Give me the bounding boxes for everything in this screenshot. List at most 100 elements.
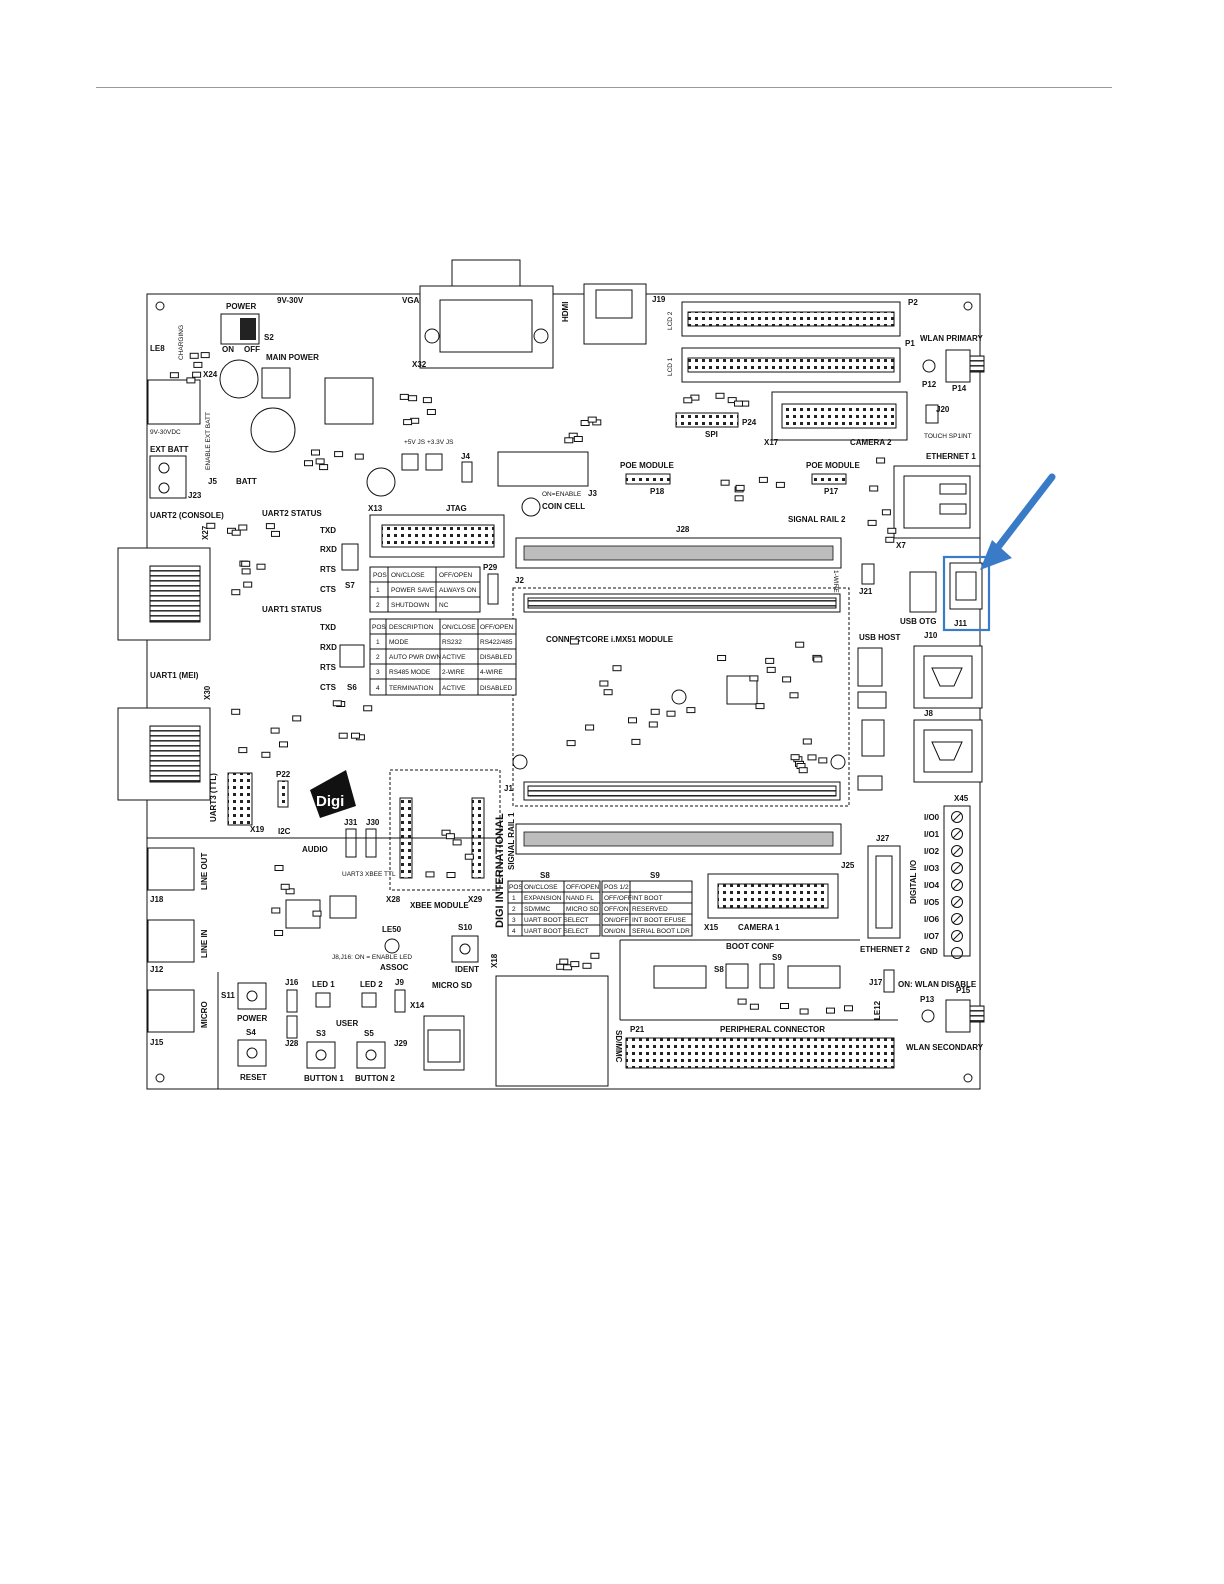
label-s8: S8: [540, 871, 550, 880]
smd-component: [876, 457, 886, 464]
inductor-l23: [250, 407, 296, 453]
svg-text:POS: POS: [373, 572, 387, 579]
svg-text:1: 1: [512, 895, 516, 902]
highlight-arrow: [988, 473, 1056, 559]
label-s4: S4: [246, 1028, 256, 1037]
smd-component: [445, 833, 455, 840]
label-rts-2: RTS: [320, 565, 337, 574]
smd-component: [727, 397, 737, 404]
smd-component: [798, 767, 808, 774]
label-dc-in: 9V-30VDC: [150, 429, 181, 436]
label-assoc: ASSOC: [380, 963, 409, 972]
io-terminal-slot: [952, 812, 962, 822]
label-j27: J27: [876, 834, 890, 843]
label-uart1-status: UART1 STATUS: [262, 605, 322, 614]
mount-hole-tl: [155, 301, 165, 311]
label-vga: VGA: [402, 296, 420, 305]
io-terminal-slot: [952, 829, 962, 839]
svg-text:3: 3: [512, 917, 516, 924]
label-reset: RESET: [240, 1073, 267, 1082]
inductor-l17: [366, 467, 396, 497]
module-outline: [512, 587, 850, 807]
label-boot-conf: BOOT CONF: [726, 942, 774, 951]
label-s3: S3: [316, 1029, 326, 1038]
label-usb-host: USB HOST: [859, 633, 900, 642]
svg-text:3: 3: [376, 669, 380, 676]
micro-jack: [147, 989, 195, 1033]
smd-component: [464, 853, 474, 860]
label-j23: J23: [188, 491, 202, 500]
smd-component: [813, 656, 823, 663]
label-s9: S9: [650, 871, 660, 880]
svg-text:OFF/OPEN: OFF/OPEN: [566, 884, 600, 891]
smd-component: [790, 754, 800, 761]
label-digital-io: DIGITAL I/O: [909, 860, 918, 904]
smd-component: [426, 409, 436, 415]
svg-text:ACTIVE: ACTIVE: [442, 654, 466, 661]
label-x17: X17: [764, 438, 779, 447]
label-power-btn: POWER: [237, 1014, 267, 1023]
label-x13: X13: [368, 504, 383, 513]
label-x14: X14: [410, 1001, 425, 1010]
io-label: I/O3: [924, 864, 940, 873]
smd-component: [206, 522, 216, 529]
mount-hole-bl: [155, 1073, 165, 1083]
io-terminal-slot: [952, 914, 962, 924]
smd-component: [363, 705, 373, 712]
label-s6: S6: [347, 683, 357, 692]
io-terminal-screw: [951, 811, 963, 823]
svg-text:MODE: MODE: [389, 639, 409, 646]
button1: [306, 1041, 336, 1069]
label-i2c: I2C: [278, 827, 291, 836]
io-label: I/O2: [924, 847, 940, 856]
smd-component: [686, 707, 696, 714]
label-uart1-mei: UART1 (MEI): [150, 671, 199, 680]
label-module-name: CONNECTCORE i.MX51 MODULE: [546, 635, 674, 644]
label-camera2: CAMERA 2: [850, 438, 892, 447]
label-s8-switch: S8: [714, 965, 724, 974]
smd-component: [399, 393, 409, 400]
smd-component: [270, 727, 280, 734]
smd-component: [715, 392, 725, 399]
smd-component: [231, 589, 241, 596]
svg-text:MICRO SD: MICRO SD: [566, 906, 599, 913]
smd-component: [452, 839, 462, 846]
label-micro: MICRO: [200, 1001, 209, 1028]
smd-component: [351, 732, 360, 739]
smd-component: [189, 352, 199, 359]
label-ethernet2: ETHERNET 2: [860, 945, 910, 954]
peripheral-connector: [625, 1037, 895, 1069]
label-le50: LE50: [382, 925, 402, 934]
label-ext-batt: EXT BATT: [150, 445, 189, 454]
io-label: I/O1: [924, 830, 940, 839]
smd-component: [422, 397, 432, 404]
label-x30: X30: [203, 685, 212, 700]
ethernet2-connector: [867, 845, 901, 939]
label-j21: J21: [859, 587, 873, 596]
smd-component: [887, 527, 897, 534]
chip-u15: [324, 377, 374, 425]
ethernet1-jack: [893, 465, 981, 539]
svg-text:EXPANSION: EXPANSION: [524, 895, 562, 902]
svg-text:RS232: RS232: [442, 639, 462, 646]
svg-text:POWER SAVE: POWER SAVE: [391, 587, 435, 594]
label-uart3-ttl: UART3 (TTL): [209, 773, 218, 822]
io-label: I/O6: [924, 915, 940, 924]
svg-text:NAND FL: NAND FL: [566, 895, 594, 902]
smd-component: [243, 581, 253, 588]
svg-text:4: 4: [376, 685, 380, 692]
smd-component: [285, 888, 295, 895]
smd-component: [807, 754, 817, 761]
svg-text:SHUTDOWN: SHUTDOWN: [391, 602, 430, 609]
smd-component: [580, 420, 590, 426]
io-label: I/O7: [924, 932, 940, 941]
smd-component: [573, 436, 583, 442]
header-rule: [96, 87, 1112, 88]
label-j3: J3: [588, 489, 597, 498]
smd-component: [261, 751, 271, 758]
label-x19: X19: [250, 825, 265, 834]
io-terminal-slot: [952, 863, 962, 873]
smd-component: [332, 700, 342, 707]
svg-text:INT BOOT: INT BOOT: [632, 895, 663, 902]
io-terminal-slot: [952, 931, 962, 941]
